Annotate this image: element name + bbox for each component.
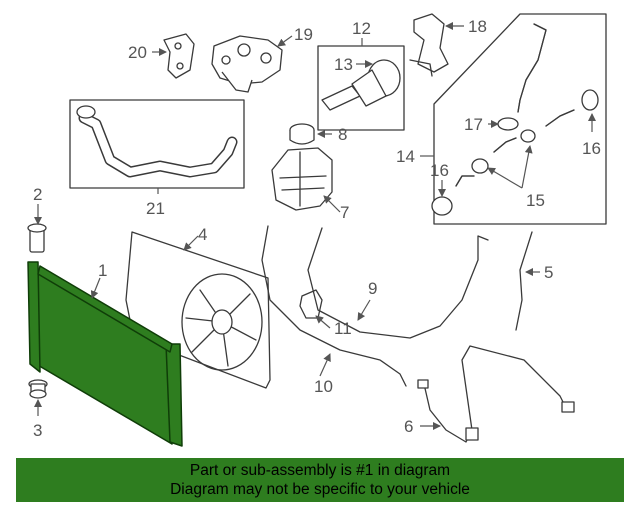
callout-5: 5	[544, 263, 553, 282]
callout-16-right: 16	[582, 139, 601, 158]
callout-8: 8	[338, 125, 347, 144]
diagram-notice-banner: Part or sub-assembly is #1 in diagram Di…	[16, 458, 624, 502]
callout-14: 14	[396, 147, 415, 166]
part-19-housing[interactable]	[211, 35, 283, 93]
part-7-reservoir[interactable]	[271, 147, 333, 211]
part-10-hose[interactable]	[261, 225, 407, 387]
callout-3: 3	[33, 421, 42, 440]
callout-19: 19	[294, 25, 313, 44]
part-14-box	[433, 13, 607, 225]
callout-11: 11	[334, 319, 352, 338]
callout-4: 4	[198, 225, 207, 244]
part-4-fan-shroud[interactable]	[125, 231, 271, 389]
callout-15: 15	[526, 191, 545, 210]
part-17-clamp[interactable]	[497, 117, 519, 131]
part-16-clamp-left[interactable]	[431, 196, 453, 216]
callout-20: 20	[128, 43, 147, 62]
callout-12: 12	[352, 19, 371, 38]
callout-13: 13	[334, 55, 353, 74]
banner-line-2: Diagram may not be specific to your vehi…	[170, 481, 470, 498]
part-12-box	[317, 45, 405, 131]
callout-10: 10	[314, 377, 333, 396]
part-6-harness[interactable]	[417, 345, 575, 443]
part-8-cap[interactable]	[289, 123, 315, 145]
part-13-thermostat[interactable]	[321, 59, 401, 111]
banner-line-1: Part or sub-assembly is #1 in diagram	[189, 462, 451, 479]
callout-2: 2	[33, 185, 42, 204]
part-1-radiator[interactable]	[27, 261, 183, 447]
callout-21: 21	[146, 199, 165, 218]
part-18-bracket[interactable]	[409, 13, 449, 77]
part-14-hoses[interactable]	[455, 23, 575, 187]
callout-9: 9	[368, 279, 377, 298]
part-21-box	[69, 99, 245, 189]
callout-6: 6	[404, 417, 413, 436]
callout-1: 1	[98, 261, 107, 280]
part-9-hose[interactable]	[307, 227, 489, 339]
part-21-hose[interactable]	[76, 105, 238, 178]
callout-18: 18	[468, 17, 487, 36]
part-16-clamp-right[interactable]	[581, 89, 599, 111]
leader-lines	[34, 22, 596, 430]
callout-7: 7	[340, 203, 349, 222]
part-2-bushing[interactable]	[27, 223, 47, 253]
part-20-bracket[interactable]	[163, 33, 195, 79]
callout-16-left: 16	[430, 161, 449, 180]
part-11-clamp[interactable]	[299, 289, 323, 319]
callout-numbers: 1 2 3 4 5 6 7 8 9 10 11 12 13 14 15 16 1…	[33, 17, 601, 440]
callout-17: 17	[464, 115, 483, 134]
part-5-hose[interactable]	[515, 231, 533, 331]
part-3-bushing[interactable]	[28, 379, 48, 399]
part-15-clamps[interactable]	[471, 129, 536, 174]
